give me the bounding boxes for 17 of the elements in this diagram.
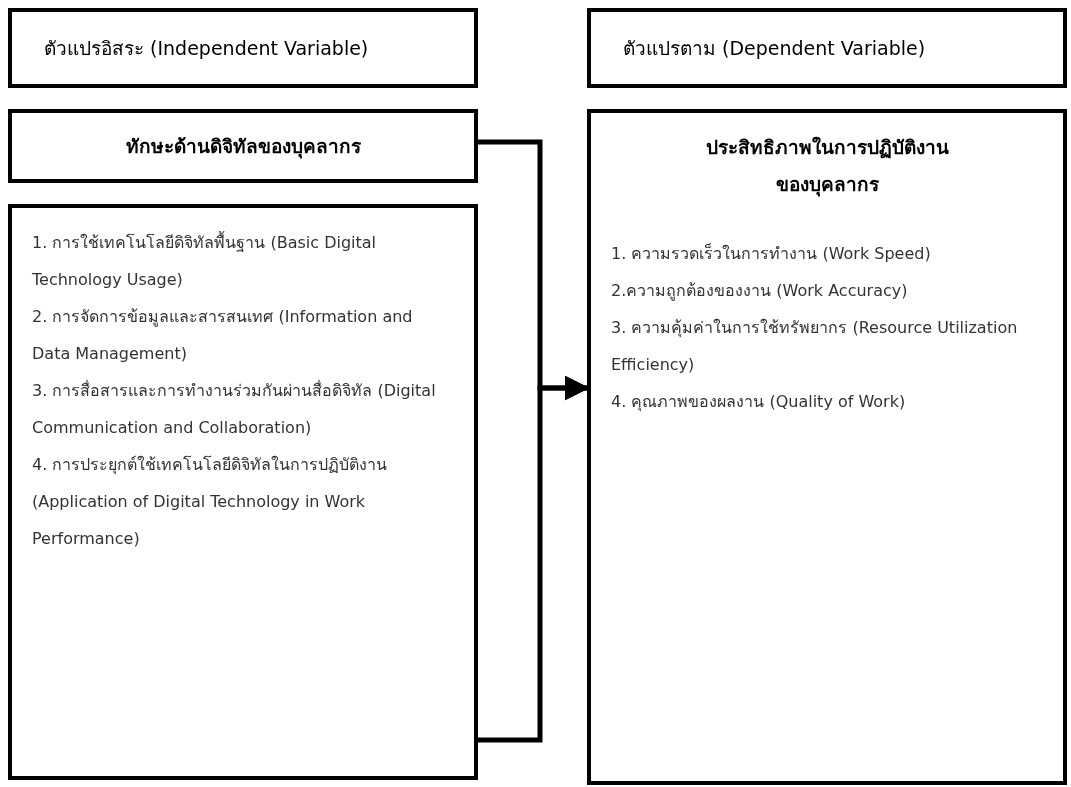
text-box (8, 109, 478, 183)
box-heading: ประสิทธิภาพในการปฏิบัติงานของบุคลากร (704, 135, 950, 199)
list-item: 2. การจัดการข้อมูลและสารสนเทศ (Information and Data Management) (32, 306, 414, 365)
list-item: 4. คุณภาพของผลงาน (Quality of Work) (611, 391, 907, 414)
list-item: 3. ความคุ้มค่าในการใช้ทรัพยากร (Resource Utilization Efficiency) (611, 317, 1019, 376)
box-heading: ทักษะด้านดิจิทัลของบุคลากร (125, 133, 361, 161)
header-label: ตัวแปรอิสระ (Independent Variable) (44, 35, 369, 61)
header-box (587, 8, 1067, 88)
list-item: 1. การใช้เทคโนโลยีดิจิทัลพื้นฐาน (Basic Digital Technology Usage) (32, 230, 377, 291)
list-item: 4. การประยุกต์ใช้เทคโนโลยีดิจิทัลในการปฏิบัติงาน (Application of Digital Technology in Work Performance) (32, 454, 389, 550)
list-item: 2.ความถูกต้องของงาน (Work Accuracy) (611, 280, 909, 303)
list-item: 3. การสื่อสารและการทำงานร่วมกันผ่านสื่อดิจิทัล (Digital Communication and Collaboration) (32, 379, 437, 439)
list-item: 1. ความรวดเร็วในการทำงาน (Work Speed) (611, 242, 932, 265)
header-label: ตัวแปรตาม (Dependent Variable) (623, 35, 926, 61)
text-box (587, 109, 1067, 785)
text-box (8, 204, 478, 780)
header-box (8, 8, 478, 88)
